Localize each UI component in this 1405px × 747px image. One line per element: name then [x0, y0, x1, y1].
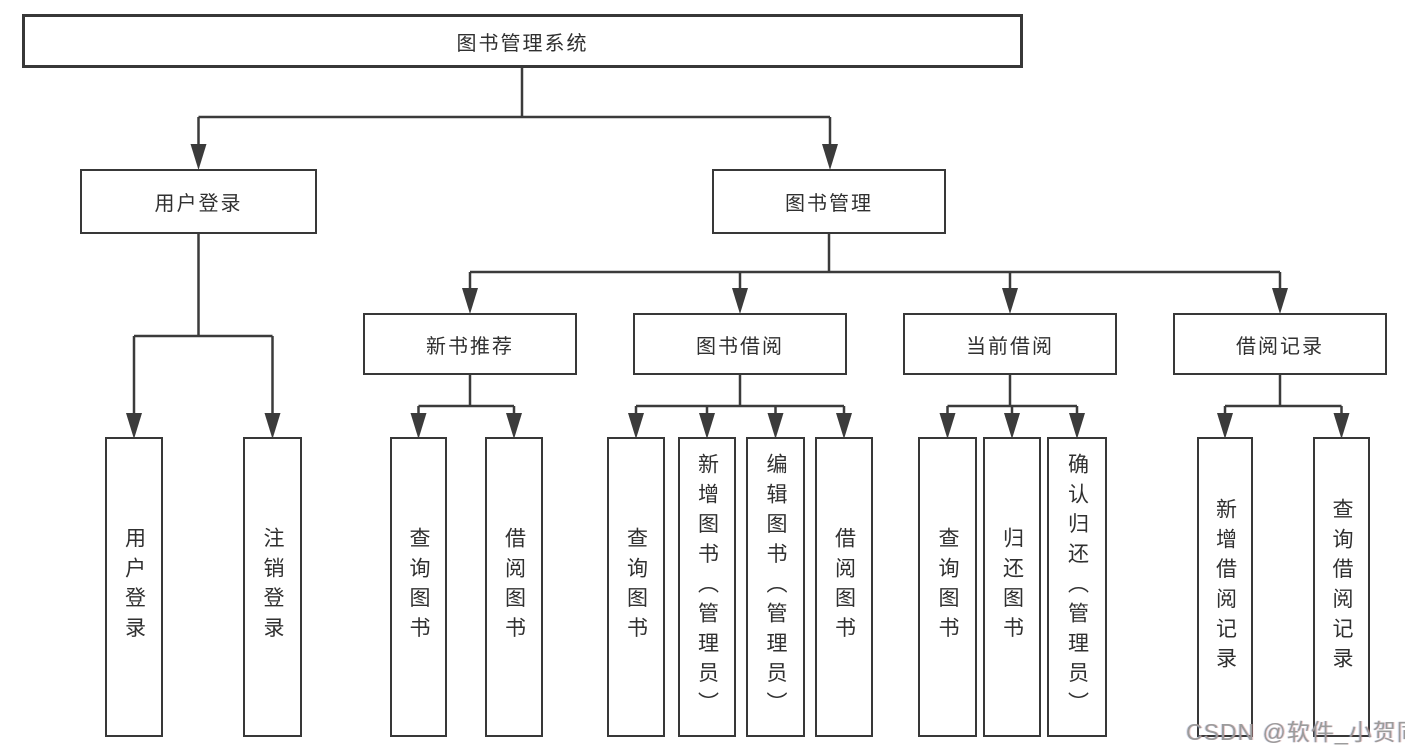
leaf-query-books-current: 查询图书: [918, 437, 977, 737]
leaf-confirm-return-admin: 确认归还（管理员）: [1047, 437, 1107, 737]
leaf-edit-books-admin: 编辑图书（管理员）: [746, 437, 805, 737]
node-borrow-records: 借阅记录: [1173, 313, 1387, 375]
leaf-return-books: 归还图书: [983, 437, 1041, 737]
node-user-login: 用户登录: [80, 169, 317, 234]
node-root-system: 图书管理系统: [22, 14, 1023, 68]
node-new-book-recommend: 新书推荐: [363, 313, 577, 375]
leaf-query-borrow-record: 查询借阅记录: [1313, 437, 1370, 737]
csdn-watermark: CSDN @软件_小贺同学: [1186, 719, 1405, 745]
leaf-borrow-books-recommend: 借阅图书: [485, 437, 543, 737]
leaf-add-books-admin: 新增图书（管理员）: [678, 437, 736, 737]
leaf-query-books-recommend: 查询图书: [390, 437, 447, 737]
node-book-management: 图书管理: [712, 169, 946, 234]
node-book-borrow: 图书借阅: [633, 313, 847, 375]
node-current-borrow: 当前借阅: [903, 313, 1117, 375]
leaf-borrow-books: 借阅图书: [815, 437, 873, 737]
leaf-query-books-borrow: 查询图书: [607, 437, 665, 737]
leaf-add-borrow-record: 新增借阅记录: [1197, 437, 1253, 737]
leaf-user-login: 用户登录: [105, 437, 163, 737]
leaf-logout-login: 注销登录: [243, 437, 302, 737]
